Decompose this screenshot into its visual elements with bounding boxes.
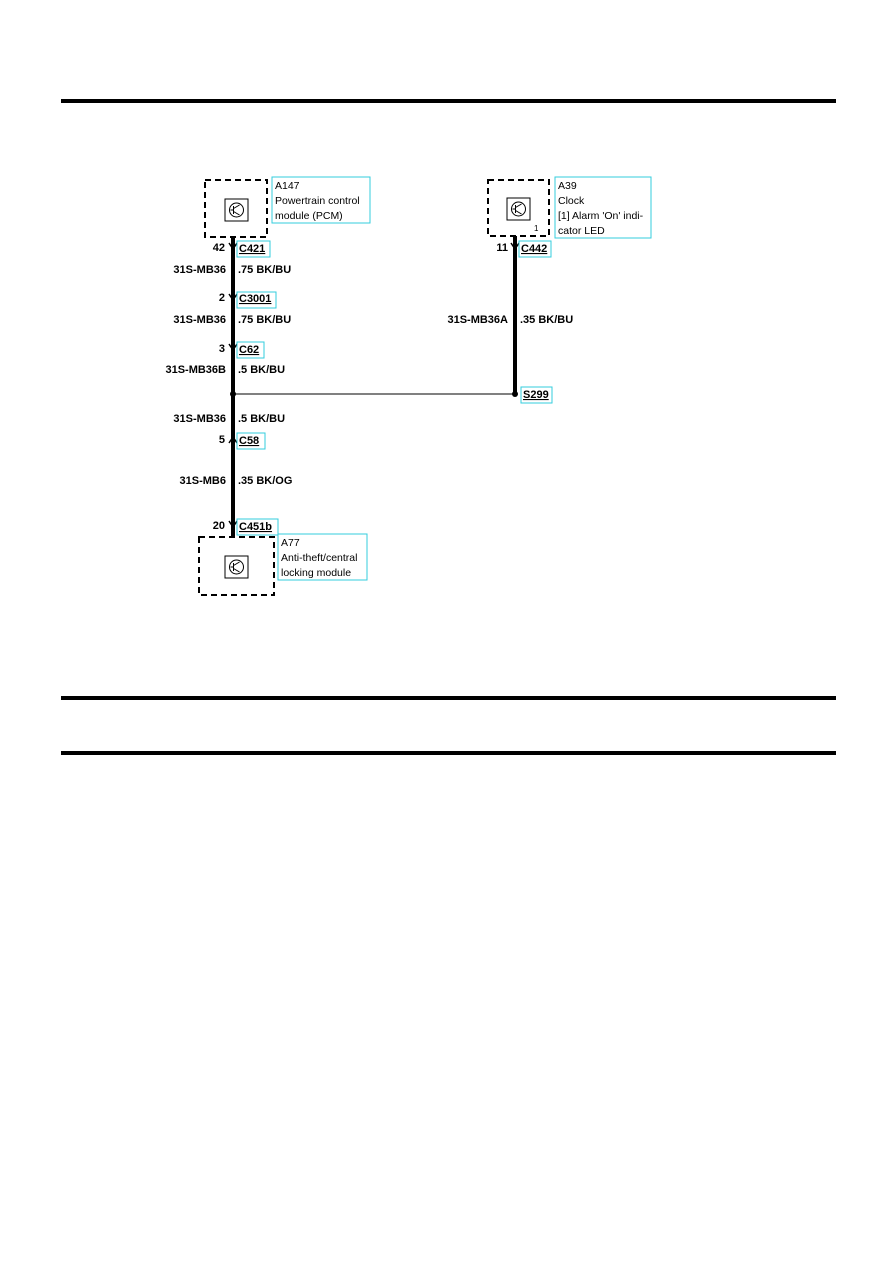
clock-label-box [554, 176, 652, 239]
clock-pin-number: 1 [534, 224, 539, 233]
w5-circuit: 31S-MB6 [180, 475, 226, 487]
pcm-line1: Powertrain control [275, 195, 360, 207]
bottom-rule [61, 751, 836, 755]
c3001-box [236, 291, 277, 309]
c451b-pin: 20 [213, 520, 225, 532]
c442-pin: 11 [496, 242, 508, 254]
w3-spec: .5 BK/BU [238, 364, 285, 376]
connector-mark-c442 [510, 242, 520, 251]
c421-name: C421 [239, 243, 265, 255]
c421-pin: 42 [213, 242, 225, 254]
c442-box [518, 240, 552, 258]
w1-spec: .75 BK/BU [238, 264, 291, 276]
pcm-line2: module (PCM) [275, 210, 343, 222]
antitheft-module [198, 536, 275, 596]
top-rule [61, 99, 836, 103]
c442-name: C442 [521, 243, 547, 255]
pcm-label-box [271, 176, 371, 224]
c58-box [236, 432, 266, 450]
pcm-module [204, 179, 268, 238]
w4-spec: .5 BK/BU [238, 413, 285, 425]
w5-spec: .35 BK/OG [238, 475, 292, 487]
s299-name: S299 [523, 389, 549, 401]
c62-pin: 3 [219, 343, 225, 355]
c421-box [236, 240, 271, 258]
c62-box [236, 341, 265, 359]
c58-pin: 5 [219, 434, 225, 446]
clock-line1: Clock [558, 195, 585, 207]
transistor-icon [229, 559, 244, 575]
w3-circuit: 31S-MB36B [165, 364, 226, 376]
w1-circuit: 31S-MB36 [173, 264, 226, 276]
c62-name: C62 [239, 344, 259, 356]
antitheft-line1: Anti-theft/central [281, 552, 357, 564]
transistor-icon [511, 201, 526, 217]
clock-module [487, 179, 550, 237]
w2-spec: .75 BK/BU [238, 314, 291, 326]
clock-line2: [1] Alarm 'On' indi- [558, 210, 644, 222]
w6-circuit: 31S-MB36A [447, 314, 508, 326]
w6-spec: .35 BK/BU [520, 314, 573, 326]
clock-id: A39 [558, 180, 577, 192]
c58-name: C58 [239, 435, 259, 447]
clock-line3: cator LED [558, 225, 605, 237]
c451b-box [236, 518, 279, 536]
middle-rule [61, 696, 836, 700]
antitheft-line2: locking module [281, 567, 351, 579]
splice-dot-left [230, 391, 236, 397]
c3001-name: C3001 [239, 293, 271, 305]
transistor-icon [229, 202, 244, 218]
pcm-id: A147 [275, 180, 300, 192]
c3001-pin: 2 [219, 292, 225, 304]
s299-box [520, 386, 553, 404]
antitheft-label-box [277, 533, 368, 581]
antitheft-id: A77 [281, 537, 300, 549]
connector-marks-left [228, 242, 238, 529]
w2-circuit: 31S-MB36 [173, 314, 226, 326]
c451b-name: C451b [239, 521, 272, 533]
w4-circuit: 31S-MB36 [173, 413, 226, 425]
